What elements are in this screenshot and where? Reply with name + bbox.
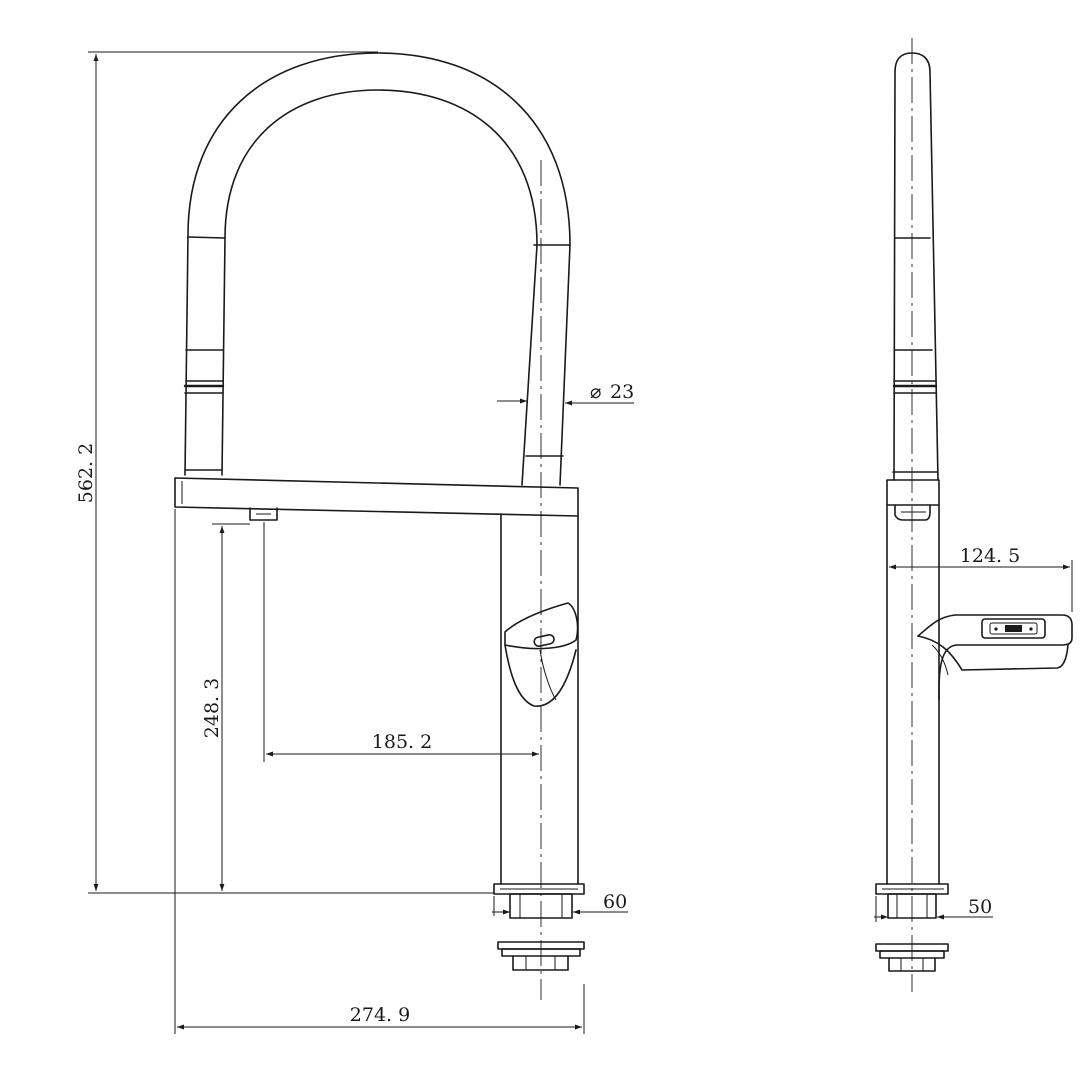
dim-spout-reach-label: 274. 9: [350, 1004, 410, 1026]
side-mount-nut: [888, 957, 936, 972]
spout-arc-outer: [184, 52, 571, 486]
dim-side-handle-reach-label: 124. 5: [960, 545, 1020, 567]
side-handle: [917, 614, 1073, 701]
handle-lever: [504, 602, 579, 650]
dim-base-front-label: 60: [603, 891, 627, 913]
dim-base-side-label: 50: [968, 896, 992, 918]
mount-nut: [512, 955, 569, 971]
dim-outlet-to-center-label: 185. 2: [372, 731, 432, 753]
side-hose: [893, 52, 939, 481]
side-mount-shank: [887, 893, 937, 919]
dim-hose-diameter-symbol: ⌀: [590, 381, 601, 403]
side-view: 124. 5 50: [874, 38, 1073, 992]
dim-overall-height-label: 562. 2: [75, 443, 97, 503]
spray-outlet: [249, 507, 278, 521]
mount-shank: [509, 893, 573, 919]
spout-arc-inner: [221, 89, 538, 486]
spout-arm: [174, 477, 579, 517]
side-spout-head: [886, 479, 940, 506]
dim-outlet-height-label: 248. 3: [201, 678, 223, 738]
dim-hose-diameter-label: 23: [610, 381, 634, 403]
handle-button: [533, 634, 555, 647]
side-handle-display: [981, 618, 1046, 639]
front-view: 562. 2 248. 3 185. 2 274. 9 ⌀ 23 60: [75, 51, 634, 1034]
